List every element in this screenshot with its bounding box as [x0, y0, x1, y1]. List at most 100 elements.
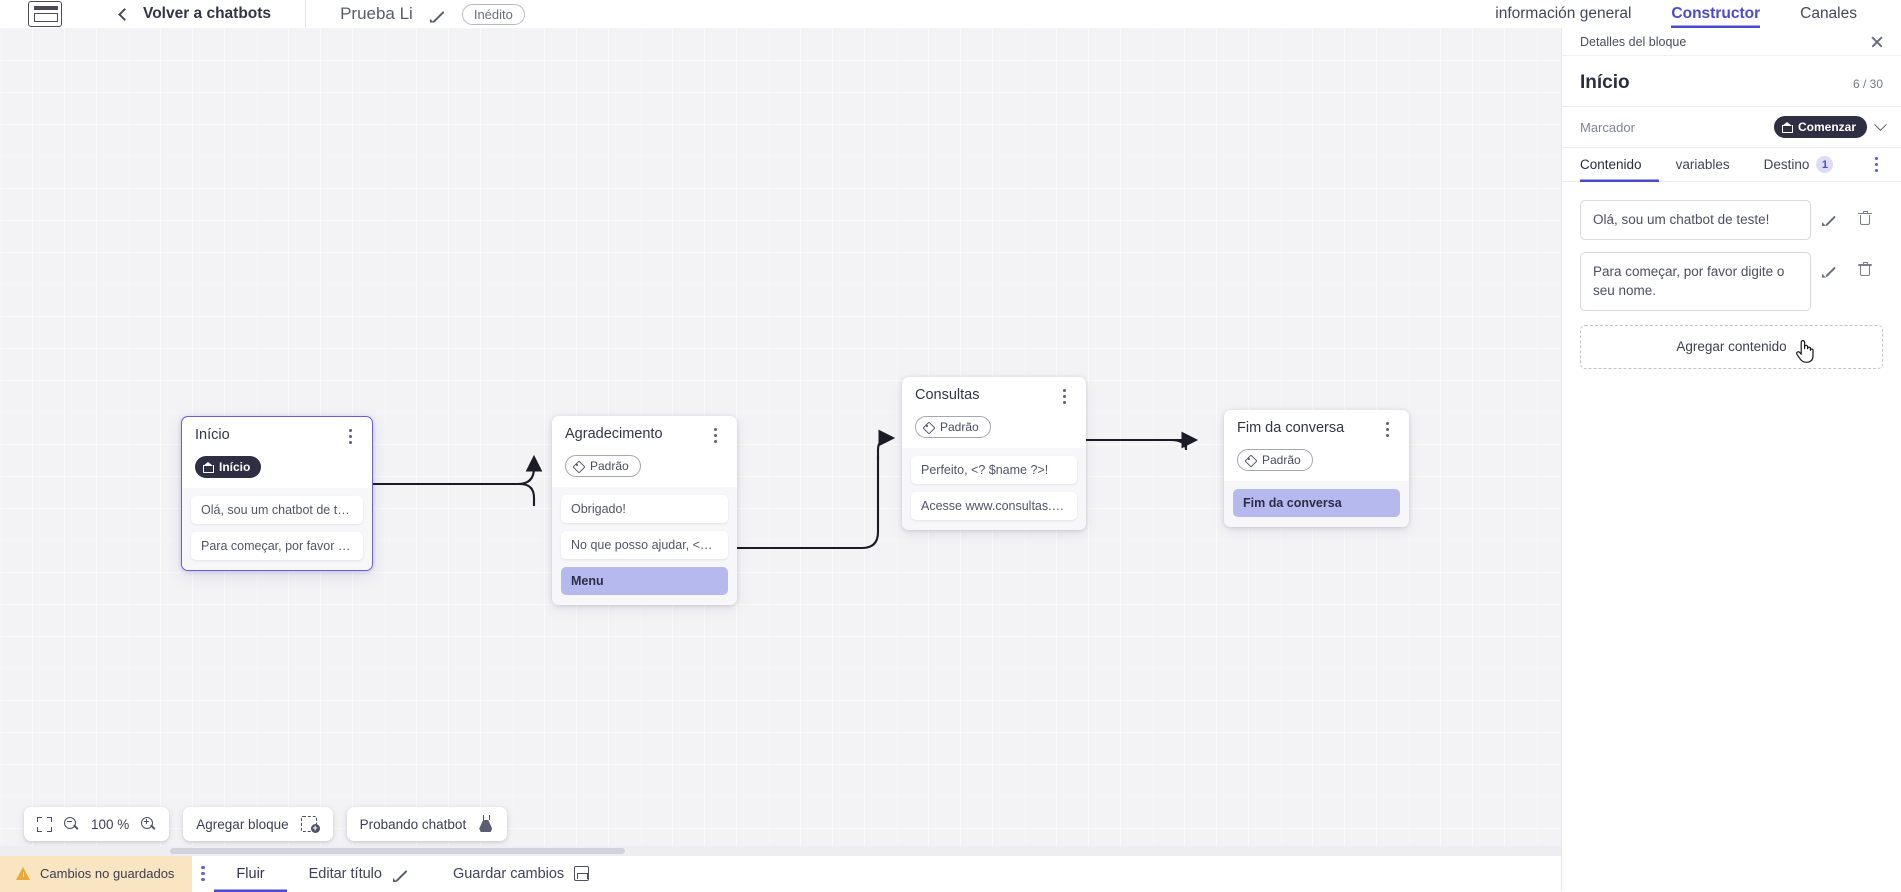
tab-destino[interactable]: Destino 1 [1747, 148, 1851, 182]
scrollbar-thumb[interactable] [170, 848, 625, 854]
zoom-controls: 100 % [24, 807, 169, 841]
bottom-status-bar: Cambios no guardados Fluir Editar título… [0, 855, 1561, 891]
save-changes-button[interactable]: Guardar cambios [431, 866, 611, 882]
home-icon [203, 462, 214, 473]
trash-icon [1858, 262, 1872, 277]
panel-count: 6 / 30 [1853, 77, 1883, 91]
node-tag-label: Padrão [1262, 453, 1301, 467]
edit-content-button[interactable] [1811, 207, 1847, 229]
tab-informacion-general[interactable]: información general [1495, 0, 1631, 28]
node-message[interactable]: Acesse www.consultas.com par... [911, 492, 1077, 520]
add-block-label: Agregar bloque [196, 817, 288, 832]
content-text[interactable]: Olá, sou um chatbot de teste! [1580, 200, 1811, 240]
node-title: Agradecimento [565, 427, 663, 443]
chevron-down-icon[interactable] [1874, 118, 1887, 131]
node-header: Fim da conversa Padrão [1224, 410, 1409, 471]
panel-content-list: Olá, sou um chatbot de teste! Para começ… [1562, 182, 1901, 369]
flow-node-agradecimento[interactable]: Agradecimento Padrão Obrigado! No que po… [552, 416, 737, 605]
node-header: Início Início [182, 417, 372, 478]
flow-node-inicio[interactable]: Início Início Olá, sou um chatbot de tes… [181, 416, 373, 571]
kebab-menu-icon[interactable] [1869, 156, 1885, 174]
canvas-toolbar: 100 % Agregar bloque + Probando chatbot [24, 807, 507, 841]
pencil-icon [392, 865, 409, 882]
zoom-in-icon[interactable] [141, 817, 156, 832]
chevron-left-icon [118, 8, 131, 21]
node-header: Consultas Padrão [902, 377, 1086, 438]
block-details-panel: Detalles del bloque Início 6 / 30 Marcad… [1561, 28, 1901, 891]
destino-count-badge: 1 [1816, 156, 1833, 173]
node-tag-default: Padrão [1237, 449, 1313, 471]
content-item: Olá, sou um chatbot de teste! [1580, 200, 1883, 240]
tab-fluir[interactable]: Fluir [214, 856, 286, 892]
panel-header-label: Detalles del bloque [1580, 35, 1686, 49]
zoom-out-icon[interactable] [64, 817, 79, 832]
flow-node-consultas[interactable]: Consultas Padrão Perfeito, <? $name ?>! … [902, 377, 1086, 530]
zoom-level: 100 % [91, 817, 129, 832]
tab-variables[interactable]: variables [1659, 148, 1747, 182]
content-text[interactable]: Para começar, por favor digite o seu nom… [1580, 252, 1811, 311]
unsaved-changes-banner: Cambios no guardados [0, 856, 192, 892]
flask-icon [478, 815, 494, 833]
node-message[interactable]: No que posso ajudar, <? $name ... [561, 531, 728, 559]
marker-label: Marcador [1580, 120, 1635, 135]
kebab-menu-icon[interactable] [1380, 421, 1396, 439]
fit-to-screen-icon[interactable] [37, 817, 52, 832]
page-title: Prueba Li [340, 4, 413, 24]
node-tag-default: Padrão [565, 455, 641, 477]
kebab-menu-icon[interactable] [1057, 388, 1073, 406]
node-tag-start: Início [195, 456, 261, 478]
panel-header: Detalles del bloque [1562, 28, 1901, 56]
marker-value-label: Comenzar [1798, 120, 1856, 134]
warning-triangle-icon [16, 867, 31, 881]
kebab-menu-icon[interactable] [192, 856, 214, 892]
pencil-icon [1822, 262, 1837, 277]
node-messages: Olá, sou um chatbot de teste! Para começ… [182, 488, 372, 570]
app-logo-icon[interactable] [28, 1, 62, 27]
flow-node-fim-da-conversa[interactable]: Fim da conversa Padrão Fim da conversa [1224, 410, 1409, 527]
pencil-icon [1822, 211, 1837, 226]
panel-title: Início [1580, 72, 1630, 94]
test-chatbot-label: Probando chatbot [360, 817, 467, 832]
flow-canvas[interactable]: Início Início Olá, sou um chatbot de tes… [0, 28, 1561, 855]
edit-content-button[interactable] [1811, 259, 1847, 281]
node-title: Fim da conversa [1237, 421, 1344, 437]
pencil-icon[interactable] [429, 6, 446, 23]
back-to-chatbots-button[interactable]: Volver a chatbots [120, 5, 271, 23]
add-block-button[interactable]: Agregar bloque + [183, 807, 332, 841]
close-icon[interactable] [1869, 34, 1885, 50]
content-item: Para começar, por favor digite o seu nom… [1580, 252, 1883, 311]
toolbar-divider [305, 0, 306, 28]
kebab-menu-icon[interactable] [708, 427, 724, 445]
node-message[interactable]: Para começar, por favor digite o ... [191, 532, 363, 560]
tag-icon [1246, 455, 1257, 466]
kebab-menu-icon[interactable] [343, 428, 359, 446]
tab-variables-label: variables [1676, 157, 1730, 172]
tab-constructor[interactable]: Constructor [1671, 0, 1760, 28]
node-message[interactable]: Olá, sou um chatbot de teste! [191, 496, 363, 524]
node-message[interactable]: Perfeito, <? $name ?>! [911, 456, 1077, 484]
back-to-chatbots-label: Volver a chatbots [143, 5, 271, 23]
canvas-horizontal-scrollbar[interactable] [0, 846, 1561, 855]
tab-canales[interactable]: Canales [1800, 0, 1857, 28]
delete-content-button[interactable] [1847, 259, 1883, 281]
trash-icon [1858, 211, 1872, 226]
tag-icon [574, 461, 585, 472]
bot-title-group: Prueba Li Inédito [340, 4, 525, 25]
home-icon [1782, 122, 1793, 133]
add-block-icon: + [301, 816, 320, 833]
delete-content-button[interactable] [1847, 207, 1883, 229]
add-content-button[interactable]: Agregar contenido [1580, 325, 1883, 369]
tab-contenido[interactable]: Contenido [1580, 148, 1659, 182]
node-tag-default: Padrão [915, 416, 991, 438]
edit-title-button[interactable]: Editar título [287, 865, 431, 882]
node-messages: Fim da conversa [1224, 481, 1409, 527]
node-title: Início [195, 428, 230, 444]
test-chatbot-button[interactable]: Probando chatbot [347, 807, 508, 841]
node-message[interactable]: Obrigado! [561, 495, 728, 523]
status-badge: Inédito [462, 4, 525, 25]
node-message-accent[interactable]: Menu [561, 567, 728, 595]
edit-title-label: Editar título [309, 866, 382, 882]
marker-value-pill[interactable]: Comenzar [1774, 116, 1867, 138]
node-message-accent[interactable]: Fim da conversa [1233, 489, 1400, 517]
main-tabs: información general Constructor Canales [1495, 0, 1901, 28]
